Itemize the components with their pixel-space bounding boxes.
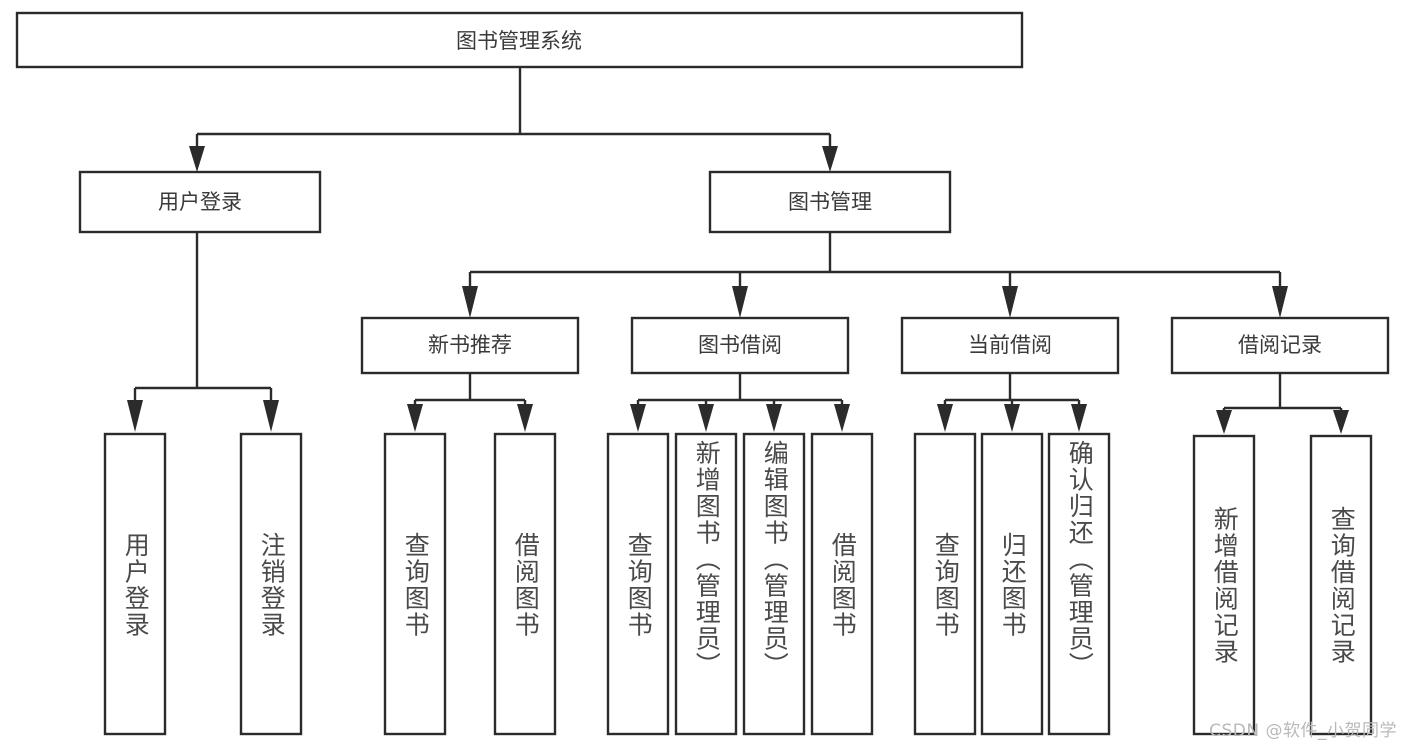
arrow-head-leaf-u2 xyxy=(263,400,279,432)
node-root-label: 图书管理系统 xyxy=(456,29,582,53)
node-book-borrow-box[interactable] xyxy=(630,316,850,375)
arrow-head-leaf-c1 xyxy=(937,404,953,432)
connector-group-user-login xyxy=(127,232,279,432)
node-borrow-record-label: 借阅记录 xyxy=(1238,333,1322,357)
arrow-head-current-borrow xyxy=(1002,286,1018,318)
leaf-box-user-login-0[interactable] xyxy=(103,432,167,736)
arrow-head-leaf-u1 xyxy=(127,400,143,432)
connector-group-new-book xyxy=(407,373,533,432)
node-current-borrow-box[interactable] xyxy=(900,316,1120,375)
arrow-head-leaf-b1 xyxy=(630,404,646,432)
connector-group-root xyxy=(189,67,838,172)
arrow-head-leaf-b2 xyxy=(698,404,714,432)
leaf-box-book-borrow-2[interactable] xyxy=(742,432,806,736)
node-new-book-box[interactable] xyxy=(360,316,580,375)
arrow-head-borrow-record xyxy=(1272,286,1288,318)
arrow-head-leaf-b4 xyxy=(834,404,850,432)
connector-group-book-borrow xyxy=(630,373,850,432)
leaf-box-current-borrow-0[interactable] xyxy=(913,432,977,736)
arrow-head-book-borrow xyxy=(732,286,748,318)
arrow-head-leaf-b3 xyxy=(766,404,782,432)
leaf-box-book-borrow-0[interactable] xyxy=(606,432,670,736)
connector-group-book-manage xyxy=(462,232,1288,318)
node-borrow-record-box[interactable] xyxy=(1170,316,1390,375)
connector-group-borrow-record xyxy=(1216,373,1349,434)
watermark-text: CSDN @软件_小贺同学 xyxy=(1209,721,1397,741)
leaf-box-borrow-record-1[interactable] xyxy=(1309,434,1373,736)
leaf-box-borrow-record-0[interactable] xyxy=(1192,434,1256,736)
arrow-head-user-login xyxy=(189,146,205,172)
connector-group-current-borrow xyxy=(937,373,1087,432)
node-book-manage-box[interactable] xyxy=(708,170,952,234)
arrow-head-leaf-r1 xyxy=(1216,410,1232,434)
leaf-box-current-borrow-2[interactable] xyxy=(1047,432,1111,736)
arrow-head-leaf-c2 xyxy=(1004,404,1020,432)
leaf-box-new-book-1[interactable] xyxy=(493,432,557,736)
node-new-book-label: 新书推荐 xyxy=(428,333,512,357)
arrow-head-leaf-c3 xyxy=(1071,404,1087,432)
node-book-manage-label: 图书管理 xyxy=(788,190,872,214)
node-user-login-label: 用户登录 xyxy=(158,190,242,214)
arrow-head-leaf-r2 xyxy=(1333,410,1349,434)
leaf-box-book-borrow-3[interactable] xyxy=(810,432,874,736)
node-book-borrow-label: 图书借阅 xyxy=(698,333,782,357)
arrow-head-leaf-n1 xyxy=(407,404,423,432)
node-user-login-box[interactable] xyxy=(78,170,322,234)
arrow-head-leaf-n2 xyxy=(517,404,533,432)
leaf-box-book-borrow-1[interactable] xyxy=(674,432,738,736)
node-root-box[interactable] xyxy=(15,11,1024,69)
leaf-box-user-login-1[interactable] xyxy=(239,432,303,736)
arrow-head-book-manage xyxy=(822,146,838,172)
arrow-head-new-book xyxy=(462,286,478,318)
leaf-box-new-book-0[interactable] xyxy=(383,432,447,736)
node-current-borrow-label: 当前借阅 xyxy=(968,333,1052,357)
leaf-box-current-borrow-1[interactable] xyxy=(980,432,1044,736)
